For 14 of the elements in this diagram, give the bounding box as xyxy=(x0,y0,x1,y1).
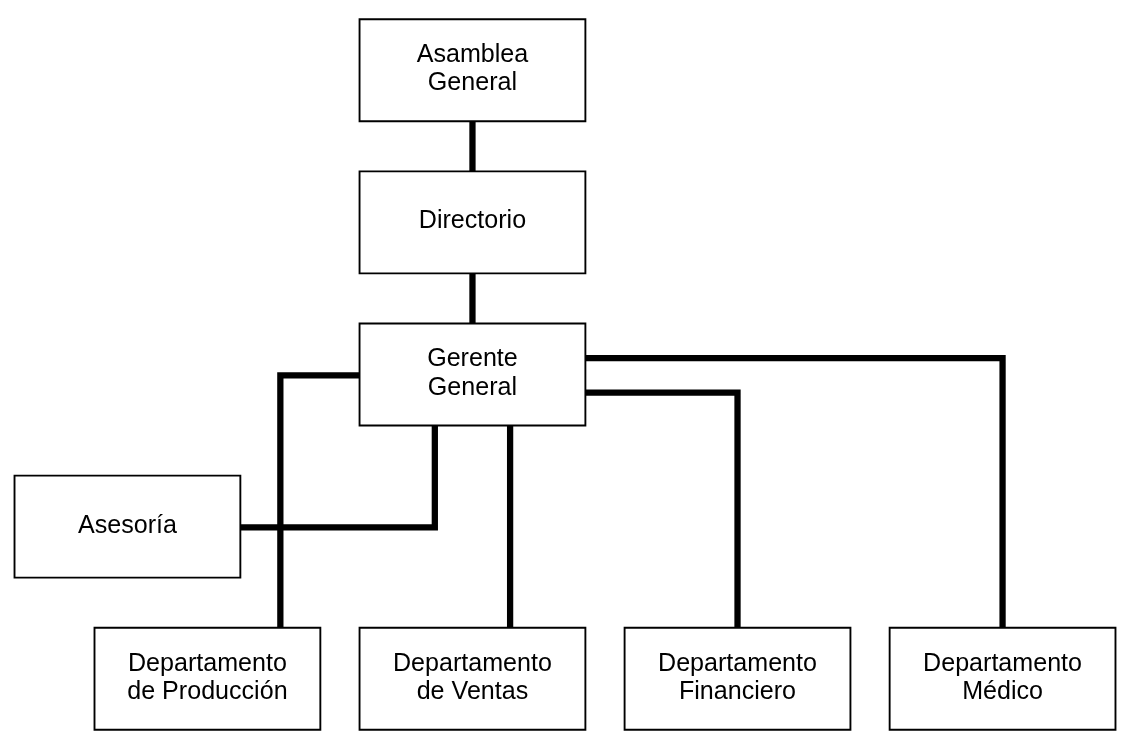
connector xyxy=(585,389,741,628)
node-box: Directorio xyxy=(358,170,587,275)
connector xyxy=(469,273,476,324)
node-box: Gerente General xyxy=(358,322,587,427)
node-box: Departamento Financiero xyxy=(623,626,852,731)
connector xyxy=(469,121,476,172)
connector xyxy=(277,372,360,628)
node-box: Asesoría xyxy=(13,474,242,579)
node-box: Departamento de Producción xyxy=(93,626,322,731)
connector xyxy=(240,425,438,531)
node-box: Asamblea General xyxy=(358,18,587,123)
connector xyxy=(585,354,1006,628)
node-box: Departamento Médico xyxy=(888,626,1117,731)
node-box: Departamento de Ventas xyxy=(358,626,587,731)
